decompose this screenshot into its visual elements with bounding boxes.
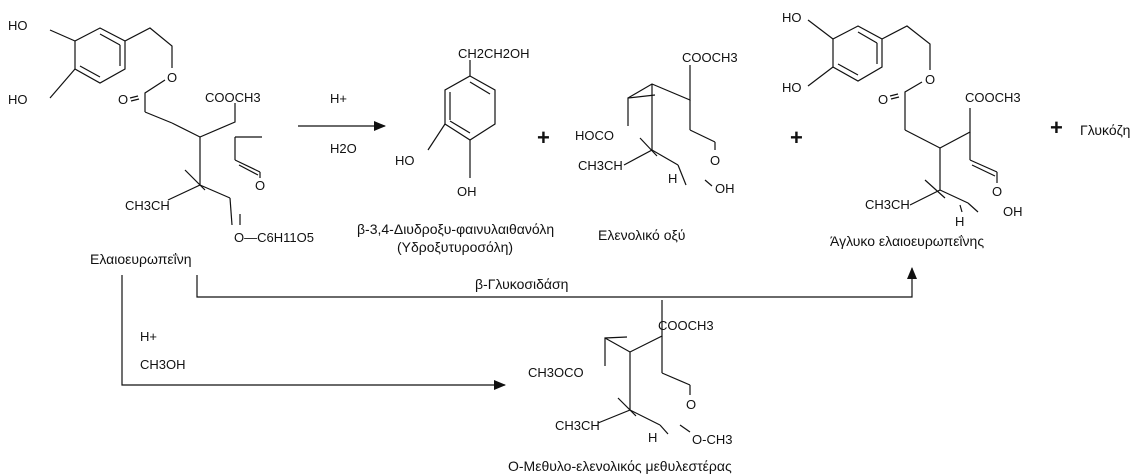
aglycone-carbonyl-oxygen: O (878, 92, 888, 107)
oleuropein-cooch3-label: COOCH3 (205, 90, 261, 105)
methyl-ester-name: Ο-Μεθυλο-ελενολικός μεθυλεστέρας (508, 458, 732, 474)
aglycone-cooch3-label: COOCH3 (965, 90, 1021, 105)
beta-glucosidase-label: β-Γλυκοσιδάση (475, 276, 568, 292)
methyl-ester-cooch3-label: COOCH3 (658, 318, 714, 333)
aglycone-ho-label-2: HO (782, 80, 802, 95)
methanolysis-top-label: H+ (140, 329, 157, 344)
methyl-ester-ch3ch-label: CH3CH (555, 418, 600, 433)
elenolic-acid-oh-label: OH (715, 181, 735, 196)
methanolysis-bottom-label: CH3OH (140, 357, 186, 372)
methyl-ester-och3-label: O-CH3 (692, 432, 732, 447)
elenolic-acid-structure: COOCH3 HOCO CH3CH O H OH Ελενολικό οξύ (575, 50, 738, 243)
methyl-ester-ch3oco-label: CH3OCO (528, 365, 584, 380)
aglycone-dihydropyran-ring (909, 108, 998, 213)
elenolic-acid-ch3ch-label: CH3CH (578, 158, 623, 173)
elenolic-acid-h-label: H (668, 171, 677, 186)
acid-hydrolysis-bottom-label: H2O (330, 141, 357, 156)
aglycone-ch3ch-label: CH3CH (865, 197, 910, 212)
hydroxytyrosol-structure: CH2CH2OH HO OH β-3,4-Διυδροξυ-φαινυλαιθα… (357, 46, 554, 255)
oleuropein-ho-label-1: HO (8, 18, 28, 33)
oleuropein-ethyl-ester-chain (49, 27, 173, 124)
aglycone-h-label: H (955, 214, 964, 229)
oleuropein-ring-oxygen: O (255, 178, 265, 193)
beta-glucosidase-arrow: β-Γλυκοσιδάση (196, 267, 917, 298)
methyl-ester-h-label: H (648, 430, 657, 445)
hydroxytyrosol-ring (427, 60, 496, 178)
oleuropein-catechol-ring (74, 27, 126, 84)
aglycone-ester-chain (881, 25, 941, 149)
elenolic-acid-ring (623, 65, 716, 187)
oleuropein-glycoside-label: O—C6H11O5 (234, 230, 314, 245)
oleuropein-ho-label-2: HO (8, 92, 28, 107)
aglycone-ring-oxygen: O (992, 184, 1002, 199)
aglycone-catechol-ring (807, 19, 883, 87)
hydroxytyrosol-ho-label: HO (395, 153, 415, 168)
plus-sign-2: + (790, 125, 803, 150)
oleuropein-dihydropyran-ring (167, 103, 262, 226)
elenolic-acid-name: Ελενολικό οξύ (598, 227, 685, 243)
hydroxytyrosol-name: β-3,4-Διυδροξυ-φαινυλαιθανόλη (357, 221, 554, 237)
plus-sign-3: + (1050, 115, 1063, 140)
oleuropein-carbonyl-oxygen: O (118, 92, 128, 107)
aglycone-ho-label-1: HO (782, 10, 802, 25)
oleuropein-ch3ch-label: CH3CH (125, 198, 170, 213)
elenolic-acid-hoco-label: HOCO (575, 128, 614, 143)
methanolysis-arrow: H+ CH3OH (121, 275, 506, 390)
hydroxytyrosol-common-name: (Υδροξυτυροσόλη) (397, 239, 513, 255)
aglycone-ester-oxygen: O (925, 72, 935, 87)
hydroxytyrosol-oh-label: OH (457, 184, 477, 199)
aglycone-oh-label: OH (1003, 204, 1023, 219)
acid-hydrolysis-arrow: H+ H2O (298, 91, 386, 156)
methyl-ester-ring (597, 300, 691, 435)
acid-hydrolysis-top-label: H+ (330, 91, 347, 106)
glucose-name: Γλυκόζη (1080, 122, 1130, 138)
aglycone-structure: HO HO O O COOCH3 O CH3CH H OH Άγλυκο ελα… (782, 10, 1023, 249)
oleuropein-name: Ελαιοευρωπεΐνη (90, 251, 192, 267)
elenolic-acid-ring-oxygen: O (710, 153, 720, 168)
aglycone-name: Άγλυκο ελαιοευρωπεΐνης (830, 233, 984, 249)
methyl-ester-ring-oxygen: O (686, 397, 696, 412)
oleuropein-structure: HO HO O O COOCH3 O CH3CH O—C6H11O5 Ελαιο… (8, 18, 314, 267)
oleuropein-ester-oxygen: O (167, 70, 177, 85)
methyl-ester-structure: COOCH3 CH3OCO CH3CH O H O-CH3 Ο-Μεθυλο-ε… (508, 300, 732, 474)
hydroxytyrosol-ch2ch2oh-label: CH2CH2OH (458, 46, 530, 61)
plus-sign-1: + (537, 125, 550, 150)
elenolic-acid-cooch3-label: COOCH3 (682, 50, 738, 65)
